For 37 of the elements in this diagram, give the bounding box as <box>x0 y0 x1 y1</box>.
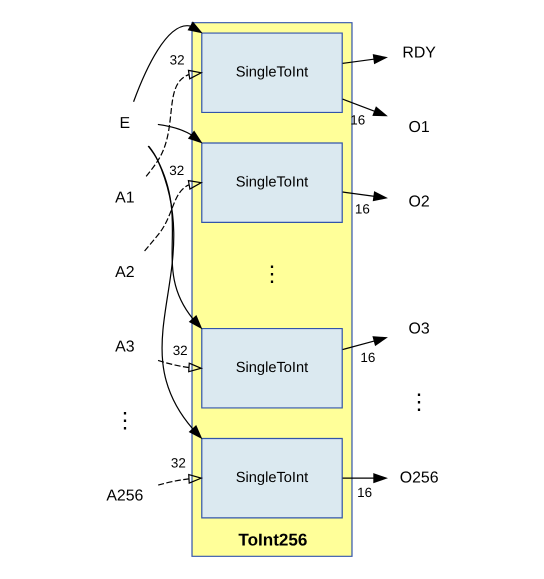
label: ⋮ <box>408 389 430 414</box>
edge-label: 32 <box>169 162 184 178</box>
edge-label: 16 <box>354 202 370 217</box>
node-box: SingleToInt <box>201 438 343 518</box>
label: ⋮ <box>261 260 283 286</box>
arrow <box>342 191 388 202</box>
arrow <box>342 98 388 116</box>
node-text: A3 <box>115 338 135 356</box>
arrow <box>144 180 203 252</box>
edge-label: 32 <box>170 455 186 470</box>
node-text: O1 <box>408 118 430 136</box>
edge-label: 32 <box>170 52 185 68</box>
node-box: SingleToInt <box>201 142 343 223</box>
edge-label: 16 <box>357 484 372 500</box>
node-text: O256 <box>400 469 439 486</box>
arrow <box>342 54 388 64</box>
arrow <box>342 336 388 350</box>
edge-label: 16 <box>360 350 376 366</box>
node-text: O2 <box>408 193 430 210</box>
node-text: A256 <box>106 488 144 505</box>
arrow <box>146 70 203 177</box>
node-text: A2 <box>115 264 135 282</box>
node-text: O3 <box>408 320 430 338</box>
arrow <box>148 146 202 330</box>
arrow <box>133 21 203 102</box>
arrow <box>342 473 388 484</box>
arrow <box>158 360 204 373</box>
node-text: A1 <box>115 190 135 207</box>
arrow <box>148 146 202 440</box>
node-box: SingleToInt <box>201 32 343 114</box>
arrow <box>158 124 203 144</box>
edge-label: 32 <box>172 342 188 358</box>
node-text: E <box>120 115 130 132</box>
label: ⋮ <box>114 407 136 432</box>
arrow <box>158 474 204 486</box>
node-box: SingleToInt <box>201 328 343 409</box>
node-text: RDY <box>402 44 436 62</box>
